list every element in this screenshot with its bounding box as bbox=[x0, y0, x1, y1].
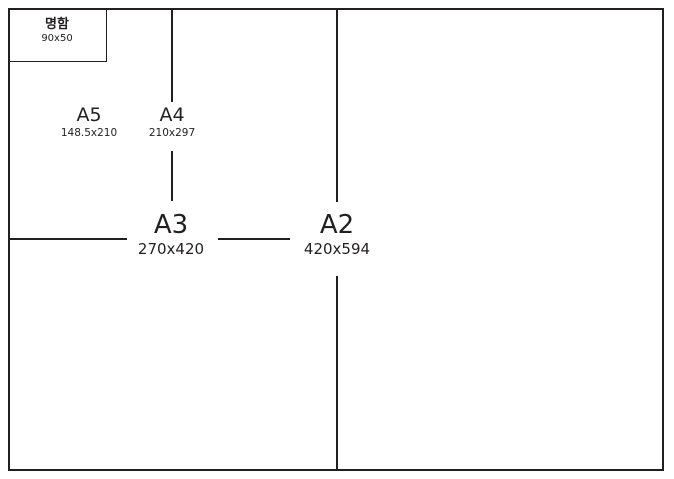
business-card-name: 명함 bbox=[45, 17, 69, 32]
business-card-dimensions: 90x50 bbox=[41, 33, 73, 44]
a5-label: A5 148.5x210 bbox=[61, 106, 117, 139]
a2-divider-top bbox=[336, 8, 338, 202]
a2-name: A2 bbox=[319, 210, 355, 240]
a3-divider-right bbox=[218, 238, 290, 240]
business-card-label: 명함 90x50 bbox=[41, 18, 72, 44]
a4-divider-top bbox=[171, 8, 173, 102]
a4-name: A4 bbox=[159, 104, 185, 126]
a5-dimensions: 148.5x210 bbox=[60, 127, 118, 139]
a2-label: A2 420x594 bbox=[304, 212, 370, 257]
business-card-region bbox=[8, 8, 107, 62]
a4-label: A4 210x297 bbox=[149, 106, 195, 139]
a4-divider-bottom bbox=[171, 151, 173, 201]
a5-name: A5 bbox=[76, 104, 102, 126]
a2-dimensions: 420x594 bbox=[303, 240, 371, 258]
a4-dimensions: 210x297 bbox=[148, 127, 196, 139]
a2-divider-bottom bbox=[336, 276, 338, 471]
a3-dimensions: 270x420 bbox=[137, 240, 205, 258]
a3-label: A3 270x420 bbox=[138, 212, 204, 257]
a3-name: A3 bbox=[153, 210, 189, 240]
a3-divider-left bbox=[8, 238, 127, 240]
